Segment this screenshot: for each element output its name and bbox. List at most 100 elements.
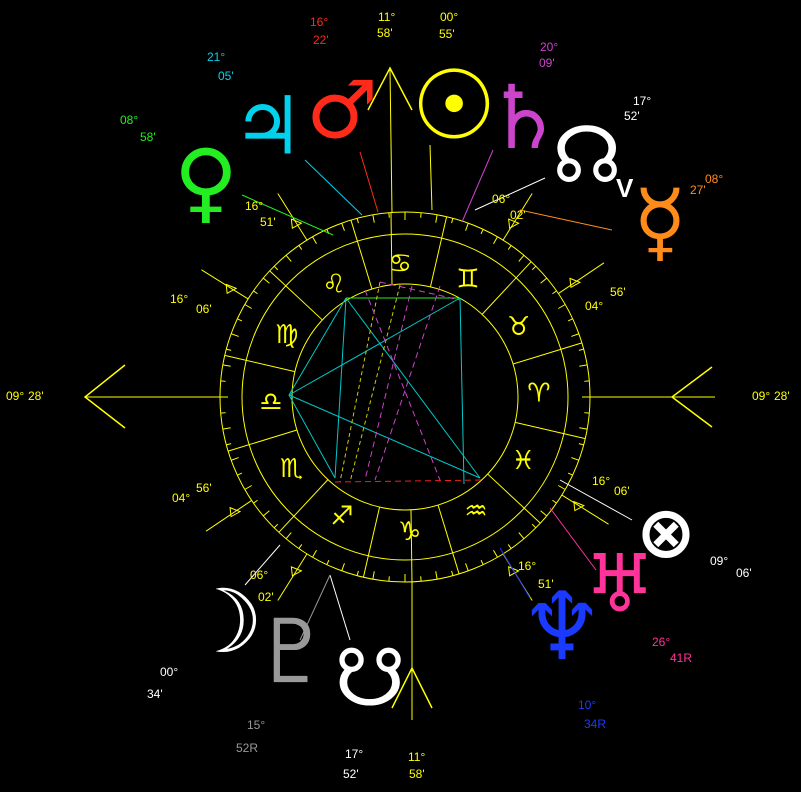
degree-tick — [518, 532, 525, 540]
degree-tick — [326, 559, 330, 565]
degree-tick — [312, 236, 317, 244]
cusp-arrow — [508, 218, 520, 229]
planet-connector — [519, 209, 613, 231]
north-node-degree: 17° — [633, 94, 652, 108]
degree-tick — [226, 348, 232, 351]
sign-divider — [224, 354, 296, 373]
planet-connector — [559, 479, 633, 521]
sign-glyph-libra: ♎ — [259, 388, 282, 418]
venus-glyph: ♀ — [174, 130, 238, 233]
degree-tick — [558, 485, 566, 490]
degree-tick — [531, 523, 537, 529]
degree-tick — [230, 333, 239, 337]
pluto-minute: 52R — [236, 741, 259, 755]
degree-tick — [578, 443, 584, 446]
moon-degree: 00° — [160, 665, 179, 679]
asc-minute: 28' — [28, 389, 44, 403]
degree-tick — [285, 254, 292, 262]
degree-tick — [567, 472, 573, 476]
sign-glyph-aries: ♈ — [527, 378, 550, 408]
planet-connector — [299, 574, 331, 641]
saturn-degree: 20° — [540, 40, 559, 54]
cusp-6-degree: 16° — [170, 292, 189, 306]
degree-tick — [578, 348, 584, 351]
house-cusp-line — [561, 494, 609, 525]
cusp-11-minute: 51' — [538, 577, 554, 591]
degree-tick — [480, 229, 484, 235]
degree-tick — [341, 563, 345, 572]
degree-tick — [253, 290, 258, 295]
pluto-degree: 15° — [247, 718, 266, 732]
house-cusp-line — [201, 269, 249, 300]
part-of-fortune-minute: 06' — [736, 566, 752, 580]
sign-divider — [278, 479, 329, 533]
neptune-minute: 34R — [584, 717, 607, 731]
sign-glyph-leo: ♌ — [322, 269, 345, 299]
sign-glyph-virgo: ♍ — [275, 320, 298, 350]
ic-minute: 58' — [409, 767, 425, 781]
degree-tick — [222, 364, 231, 367]
house-cusp-line — [502, 193, 533, 241]
degree-tick — [237, 318, 243, 322]
degree-tick — [262, 510, 270, 517]
degree-tick — [507, 245, 512, 250]
sun-minute: 55' — [439, 27, 455, 41]
sign-glyph-capricorn: ♑ — [398, 517, 421, 547]
house-cusp-line — [558, 262, 605, 294]
sun-degree: 00° — [440, 10, 459, 24]
mars-minute: 22' — [313, 33, 329, 47]
degree-tick — [435, 214, 438, 223]
cusp-8-degree: 04° — [172, 491, 191, 505]
degree-tick — [298, 245, 303, 250]
sign-divider — [512, 342, 583, 365]
cusp-3-minute: 02' — [258, 590, 274, 604]
planet-connector — [549, 507, 597, 571]
degree-tick — [493, 236, 498, 244]
degree-tick — [285, 532, 292, 540]
planet-connector — [429, 144, 433, 211]
venus-minute: 58' — [140, 130, 156, 144]
degree-tick — [230, 457, 239, 461]
mc-minute: 58' — [377, 26, 393, 40]
aspect-line — [288, 297, 347, 396]
south-node-minute: 52' — [343, 767, 359, 781]
aspect-line — [364, 285, 413, 481]
moon-glyph: ☽ — [185, 570, 264, 673]
cusp-8-minute: 56' — [196, 481, 212, 495]
sign-glyph-gemini: ♊ — [456, 265, 479, 295]
sign-divider — [514, 421, 586, 440]
saturn-minute: 09' — [539, 56, 555, 70]
sun-glyph: ☉ — [411, 50, 497, 162]
degree-tick — [552, 499, 557, 504]
cusp-arrow — [573, 500, 586, 512]
degree-tick — [493, 550, 498, 558]
degree-tick — [273, 265, 279, 271]
mc-inner — [390, 212, 393, 285]
mars-glyph: ♂ — [306, 64, 378, 157]
cusp-9-degree: 06° — [492, 192, 511, 206]
aspect-line — [345, 297, 481, 479]
cusp-3-degree: 06° — [250, 568, 269, 582]
degree-tick — [579, 364, 588, 367]
degree-tick — [372, 571, 375, 580]
ic-inner — [410, 509, 413, 583]
cusp-6-minute: 06' — [196, 302, 212, 316]
degree-tick — [253, 499, 258, 504]
mc-degree: 11° — [378, 10, 396, 24]
degree-tick — [480, 559, 484, 565]
planet-connector — [499, 547, 531, 599]
south-node-glyph: ☋ — [334, 632, 405, 725]
cusp-11-degree: 16° — [518, 559, 537, 573]
aspect-line — [379, 281, 461, 301]
degree-tick — [435, 571, 438, 580]
cusp-arrow — [508, 566, 520, 577]
degree-tick — [312, 550, 317, 558]
degree-tick — [237, 472, 243, 476]
cusp-arrow — [290, 566, 303, 577]
sign-glyph-cancer: ♋ — [389, 249, 412, 279]
degree-tick — [552, 290, 557, 295]
sign-glyph-pisces: ♓ — [512, 446, 535, 476]
jupiter-minute: 05' — [218, 69, 234, 83]
degree-tick — [341, 222, 345, 231]
house-ring — [291, 283, 519, 511]
